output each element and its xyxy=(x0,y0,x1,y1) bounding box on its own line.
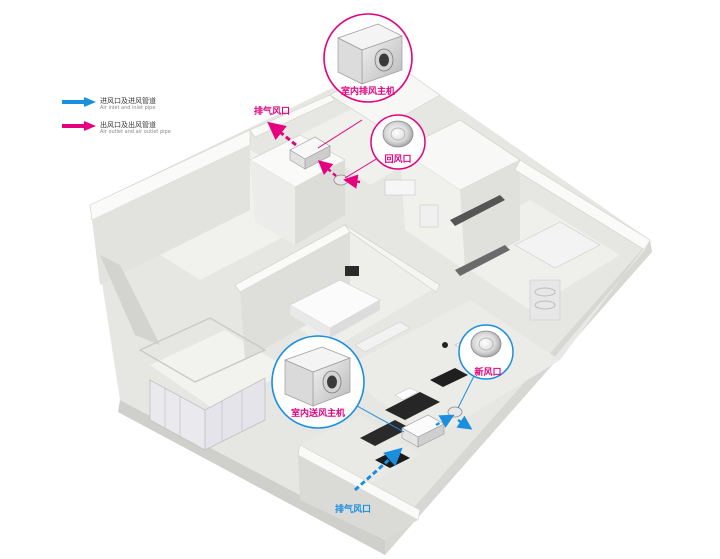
walls xyxy=(89,59,651,540)
blue-arrow-icon xyxy=(62,97,96,107)
legend-item-outlet: 出风口及出风管道 Air outlet and air outlet pipe xyxy=(62,120,222,142)
return-vent-fitting xyxy=(333,174,349,186)
legend-outlet-en: Air outlet and air outlet pipe xyxy=(100,129,171,135)
legend-intake-en: Air inlet and inlet pipe xyxy=(100,105,156,111)
furniture xyxy=(289,179,601,468)
exhaust-unit-on-plan xyxy=(289,136,331,170)
intake-outlet-label: 排气风口 xyxy=(335,503,371,515)
fresh-vent-fitting xyxy=(447,406,463,418)
exhaust-outlet-label: 排气风口 xyxy=(254,105,290,117)
intake-arrow xyxy=(354,447,403,492)
exhaust-outlet-arrow xyxy=(267,121,297,147)
legend-item-intake: 进风口及进风管道 Air inlet and inlet pipe xyxy=(62,96,222,118)
return-flow-arrow-1 xyxy=(317,160,337,177)
airflow-arrows xyxy=(267,121,473,492)
fresh-flow-arrow xyxy=(435,414,455,428)
exhaust-unit-label: 室内排风主机 xyxy=(341,85,395,97)
supply-unit-on-plan xyxy=(401,414,445,448)
return-vent-label: 回风口 xyxy=(384,154,411,165)
callout-exhaust-unit: 室内排风主机 xyxy=(317,13,413,149)
pink-arrow-icon xyxy=(62,121,96,131)
fresh-flow-arrow-2 xyxy=(456,415,473,430)
supply-unit-label: 室内送风主机 xyxy=(291,407,345,419)
callout-fresh-vent: 新风口 xyxy=(457,324,514,409)
fresh-vent-label: 新风口 xyxy=(474,366,501,378)
legend-intake-zh: 进风口及进风管道 xyxy=(100,97,156,105)
callout-return-vent: 回风口 xyxy=(344,114,426,179)
legend-outlet-zh: 出风口及出风管道 xyxy=(100,121,156,129)
return-flow-arrow-2 xyxy=(343,174,361,189)
callout-supply-unit: 室内送风主机 xyxy=(271,335,405,433)
